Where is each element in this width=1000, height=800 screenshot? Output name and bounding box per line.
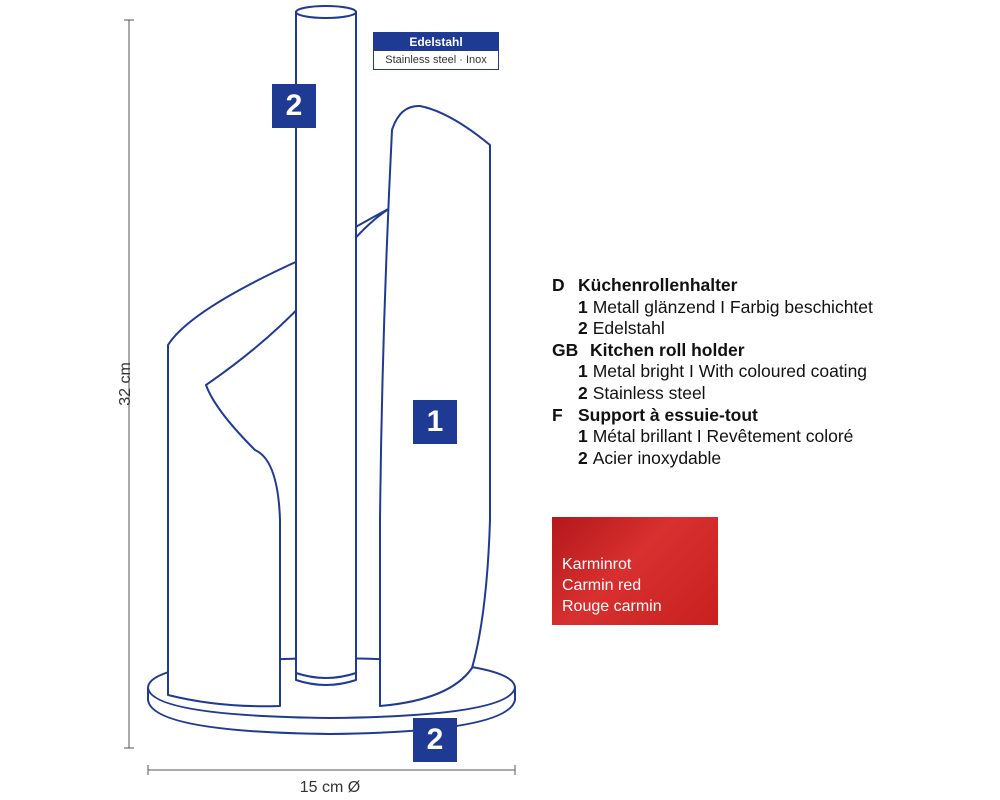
item-number: 1 [578,296,588,317]
pole-collar [295,672,357,679]
center-pole [295,11,357,686]
item-text: Métal brillant I Revêtement coloré [592,426,854,447]
item-text: Metall glänzend I Farbig beschichtet [592,296,873,317]
language-code: D [552,275,565,295]
material-tag: Edelstahl Stainless steel · Inox [373,32,499,70]
diameter-label: 15 cm Ø [299,779,361,796]
legend-title-row: GB Kitchen roll holder [552,340,873,362]
color-name-de: Karminrot [562,556,632,573]
base-disc-top [147,687,516,719]
part-badge-pole: 2 [272,84,316,128]
part-badge-base: 2 [413,718,457,762]
legend-title-row: F Support à essuie-tout [552,405,873,427]
color-name-fr: Rouge carmin [562,598,662,615]
legend-title: Küchenrollenhalter [578,275,738,295]
legend-title: Kitchen roll holder [590,339,745,360]
legend-title-row: D Küchenrollenhalter [552,275,873,297]
language-code: GB [552,339,579,360]
item-number: 1 [578,361,588,382]
item-text: Stainless steel [592,382,706,403]
item-text: Edelstahl [592,318,665,339]
color-swatch: Karminrot Carmin red Rouge carmin [552,517,718,625]
material-tag-subtitle: Stainless steel · Inox [385,54,487,66]
color-name-en: Carmin red [562,577,642,594]
item-number: 1 [578,426,588,447]
item-text: Acier inoxydable [592,447,722,468]
item-number: 2 [578,447,588,468]
part-badge-body: 1 [413,400,457,444]
width-dimension-line [147,765,516,775]
material-tag-title: Edelstahl [374,33,498,51]
cylinder-body [167,206,393,708]
center-pole-top [295,5,357,19]
item-number: 2 [578,318,588,339]
item-text: Metal bright I With coloured coating [592,361,868,382]
color-swatch-names: Karminrot Carmin red Rouge carmin [562,554,662,617]
item-number: 2 [578,382,588,403]
language-code: F [552,404,563,425]
height-dimension-line [124,19,134,749]
height-label: 32 cm [117,362,134,406]
legend-title: Support à essuie-tout [578,404,758,425]
